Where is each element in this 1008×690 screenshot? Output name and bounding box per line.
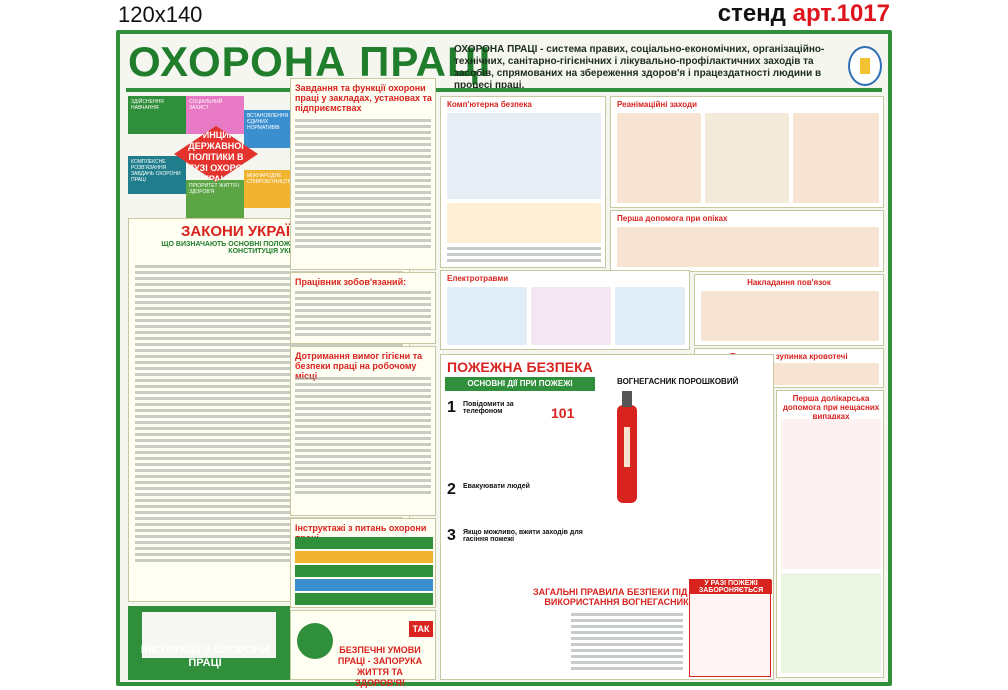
electrotrauma-title: Електротравми bbox=[447, 274, 509, 283]
laws-title: ЗАКОНИ УКРАЇНИ, bbox=[181, 223, 316, 240]
poster-board: ОХОРОНА ПРАЦІ ОХОРОНА ПРАЦІ - система пр… bbox=[116, 30, 892, 688]
first-aid-title: Перша долікарська допомога при нещасних … bbox=[782, 394, 880, 421]
electrotrauma-section: Електротравми bbox=[440, 270, 690, 350]
fire-actions: ОСНОВНІ ДІЇ ПРИ ПОЖЕЖІ 1 Повідомити за т… bbox=[445, 377, 595, 587]
article-prefix: стенд bbox=[717, 0, 786, 27]
principle-petal: ПРІОРИТЕТ ЖИТТЯ І ЗДОРОВ'Я bbox=[186, 180, 244, 218]
fire-prohibitions-title: У РАЗІ ПОЖЕЖІ ЗАБОРОНЯЄТЬСЯ bbox=[690, 580, 772, 594]
briefings-table bbox=[295, 537, 433, 605]
instructions-panel bbox=[128, 606, 290, 680]
article-number: арт.1017 bbox=[792, 0, 890, 27]
duties-text bbox=[295, 291, 431, 339]
fire-phone: 101 bbox=[551, 405, 575, 421]
bandages-section: Накладання пов'язок bbox=[694, 274, 884, 346]
duties-section: Працівник зобов'язаний: bbox=[290, 272, 436, 344]
tak-badge: ТАК bbox=[409, 621, 433, 637]
divider bbox=[126, 88, 882, 92]
instructions-panel-label: ІНСТРУКЦІЇ З ОХОРОНИ ПРАЦІ bbox=[140, 644, 270, 669]
fire-prohibitions: У РАЗІ ПОЖЕЖІ ЗАБОРОНЯЄТЬСЯ bbox=[689, 579, 772, 677]
poster-title: ОХОРОНА ПРАЦІ bbox=[128, 38, 492, 85]
principle-petal: СОЦІАЛЬНИЙ ЗАХИСТ bbox=[186, 96, 244, 134]
briefings-section: Інструктажі з питань охорони праці bbox=[290, 518, 436, 608]
fire-rules-title: ЗАГАЛЬНІ ПРАВИЛА БЕЗПЕКИ ПІД ЧАС ВИКОРИС… bbox=[532, 587, 710, 607]
electro-illustration bbox=[615, 287, 685, 345]
article-code: стенд арт.1017 bbox=[718, 0, 890, 28]
burns-title: Перша допомога при опіках bbox=[617, 214, 728, 223]
reanimation-section: Реанімаційні заходи bbox=[610, 96, 884, 208]
fire-safety-section: ПОЖЕЖНА БЕЗПЕКА ОСНОВНІ ДІЇ ПРИ ПОЖЕЖІ 1… bbox=[440, 354, 774, 680]
electro-illustration bbox=[531, 287, 611, 345]
computer-text bbox=[447, 247, 601, 265]
laws-text bbox=[135, 265, 403, 565]
extinguisher-title: ВОГНЕГАСНИК ПОРОШКОВИЙ bbox=[617, 377, 739, 386]
electro-illustration bbox=[447, 287, 527, 345]
duties-title: Працівник зобов'язаний: bbox=[295, 277, 407, 287]
hygiene-title: Дотримання вимог гігієни та безпеки прац… bbox=[295, 351, 423, 381]
step-number: 2 bbox=[447, 481, 456, 498]
computer-illustration bbox=[447, 113, 601, 199]
reanimation-title: Реанімаційні заходи bbox=[617, 100, 698, 109]
document-pocket bbox=[142, 612, 276, 658]
reanimation-illustration bbox=[793, 113, 879, 203]
computer-illustration bbox=[447, 203, 601, 243]
principle-petal: КОМПЛЕКСНЕ РОЗВ'ЯЗАННЯ ЗАВДАНЬ ОХОРОНИ П… bbox=[128, 156, 186, 194]
first-aid-table bbox=[781, 573, 881, 673]
emblem-icon bbox=[848, 46, 882, 86]
tasks-section: Завдання та функції охорони праці у закл… bbox=[290, 78, 436, 270]
step-number: 3 bbox=[447, 527, 456, 544]
header-bar: 120x140 стенд арт.1017 bbox=[0, 0, 1008, 30]
reanimation-illustration bbox=[617, 113, 701, 203]
fire-safety-title: ПОЖЕЖНА БЕЗПЕКА bbox=[447, 359, 593, 375]
hygiene-section: Дотримання вимог гігієни та безпеки прац… bbox=[290, 346, 436, 516]
bandage-illustration bbox=[701, 291, 879, 341]
burns-section: Перша допомога при опіках bbox=[610, 210, 884, 272]
bandages-title: Накладання пов'язок bbox=[747, 278, 831, 287]
principle-petal: ЗДІЙСНЕННЯ НАВЧАННЯ bbox=[128, 96, 186, 134]
principles-diagram: ЗДІЙСНЕННЯ НАВЧАННЯ СОЦІАЛЬНИЙ ЗАХИСТ ВС… bbox=[128, 96, 302, 218]
stand-size: 120x140 bbox=[118, 2, 203, 27]
first-aid-flowchart bbox=[781, 419, 881, 569]
computer-title: Комп'ютерна безпека bbox=[447, 100, 532, 109]
poster-intro: ОХОРОНА ПРАЦІ - система правих, соціальн… bbox=[454, 44, 825, 91]
tasks-text bbox=[295, 119, 431, 251]
step-number: 1 bbox=[447, 399, 456, 416]
laws-subtitle: ЩО ВИЗНАЧАЮТЬ ОСНОВНІ ПОЛОЖЕННЯ З ОХОРОН… bbox=[161, 241, 377, 255]
safe-conditions-slogan: БЕЗПЕЧНІ УМОВИ ПРАЦІ - ЗАПОРУКА ЖИТТЯ ТА… bbox=[337, 645, 423, 688]
extinguisher-icon bbox=[617, 391, 637, 503]
reanimation-illustration bbox=[705, 113, 789, 203]
safety-sign-icon bbox=[297, 623, 333, 659]
hygiene-text bbox=[295, 377, 431, 497]
tasks-title: Завдання та функції охорони праці у закл… bbox=[295, 83, 432, 113]
burns-illustration bbox=[617, 227, 879, 267]
fire-step-2: Евакуювати людей bbox=[463, 483, 530, 490]
computer-safety-section: Комп'ютерна безпека bbox=[440, 96, 606, 268]
first-aid-section: Перша долікарська допомога при нещасних … bbox=[776, 390, 884, 678]
fire-step-3: Якщо можливо, вжити заходів для гасіння … bbox=[463, 529, 583, 543]
bleeding-title: Тимчасова зупинка кровотечі bbox=[730, 352, 848, 361]
fire-actions-title: ОСНОВНІ ДІЇ ПРИ ПОЖЕЖІ bbox=[445, 377, 595, 391]
fire-rules-text bbox=[571, 613, 683, 673]
poster-inner: ОХОРОНА ПРАЦІ ОХОРОНА ПРАЦІ - система пр… bbox=[120, 34, 888, 688]
safe-conditions-section: ТАК БЕЗПЕЧНІ УМОВИ ПРАЦІ - ЗАПОРУКА ЖИТТ… bbox=[290, 610, 436, 688]
fire-step-1: Повідомити за телефоном bbox=[463, 401, 514, 415]
